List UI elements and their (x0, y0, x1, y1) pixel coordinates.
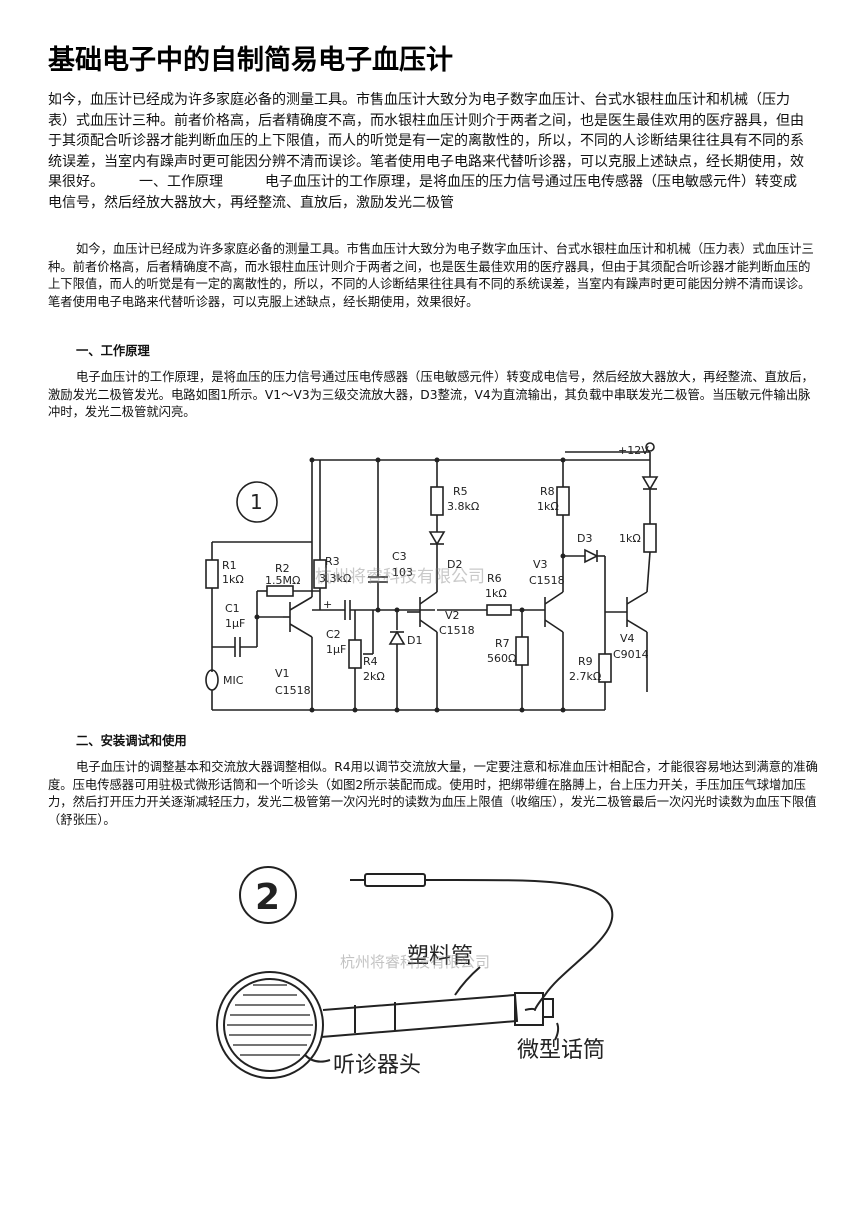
r8-value: 1kΩ (537, 500, 559, 513)
c3-value: 103 (392, 566, 413, 579)
r8-label: R8 (540, 485, 555, 498)
v3-type: C1518 (529, 574, 565, 587)
r1-label: R1 (222, 559, 237, 572)
intro-paragraph: 如今，血压计已经成为许多家庭必备的测量工具。市售血压计大致分为电子数字血压计、台… (48, 92, 804, 211)
cable (454, 879, 614, 1011)
r2-label: R2 (275, 562, 290, 575)
d1-diode (388, 630, 406, 645)
figure2-number: 2 (255, 877, 280, 918)
section-heading-installation: 二、安装调试和使用 (76, 734, 187, 748)
r4-potentiometer (348, 639, 362, 669)
stethoscope-head (216, 971, 324, 1079)
v2-type: C1518 (439, 624, 475, 637)
figure2-watermark: 杭州将睿科技有限公司 (340, 953, 490, 971)
r7-value: 560Ω (487, 652, 516, 665)
circuit-diagram: 1 +12V R1 1kΩ R2 1.5MΩ R3 3.3kΩ R4 2kΩ R… (205, 442, 659, 713)
r6-resistor (486, 604, 512, 616)
r1-resistor (205, 559, 219, 589)
d3-label: D3 (577, 532, 592, 545)
v1-label: V1 (275, 667, 290, 680)
c1-value: 1μF (225, 617, 245, 630)
tube-label: 塑料管 (407, 944, 473, 969)
circuit-diagram-figure: 1 +12V R1 1kΩ R2 1.5MΩ R3 3.3kΩ R4 2kΩ R… (195, 432, 670, 721)
r6-label: R6 (487, 572, 502, 585)
mic-label: 微型话筒 (517, 1038, 605, 1063)
r4-label: R4 (363, 655, 378, 668)
v4-label: V4 (620, 632, 635, 645)
d2-diode (428, 531, 446, 546)
v3-label: V3 (533, 558, 548, 571)
mic-label: MIC (223, 674, 244, 687)
stethoscope-head-label: 听诊器头 (333, 1053, 421, 1078)
r3-label: R3 (325, 555, 340, 568)
r2-resistor (266, 585, 294, 597)
paragraph-installation: 电子血压计的调整基本和交流放大器调整相似。R4用以调节交流放大量，一定要注意和标… (48, 760, 818, 827)
led-diode (641, 476, 659, 491)
plastic-tube (320, 993, 519, 1038)
r5-value: 3.8kΩ (447, 500, 479, 513)
r7-label: R7 (495, 637, 510, 650)
paragraph-principle: 电子血压计的工作原理，是将血压的压力信号通过压电传感器（压电敏感元件）转变成电信… (48, 370, 814, 419)
supply-label: +12V (618, 444, 649, 457)
paragraph-intro: 如今，血压计已经成为许多家庭必备的测量工具。市售血压计大致分为电子数字血压计、台… (48, 242, 814, 309)
section-heading-principle: 一、工作原理 (76, 344, 150, 358)
plug-icon (364, 873, 426, 887)
r1-value: 1kΩ (222, 573, 244, 586)
page-title: 基础电子中的自制简易电子血压计 (48, 45, 453, 76)
r7-resistor (515, 636, 529, 666)
led-resistor-value: 1kΩ (619, 532, 641, 545)
d3-diode (584, 548, 599, 564)
d2-label: D2 (447, 558, 462, 571)
r9-label: R9 (578, 655, 593, 668)
c2-value: 1μF (326, 643, 346, 656)
c2-label: C2 (326, 628, 341, 641)
figure-number-circle (236, 481, 278, 523)
stethoscope-drawing: 2 塑料管 微型话筒 听诊器头 杭州将睿科技有限公司 (216, 866, 614, 1079)
r4-value: 2kΩ (363, 670, 385, 683)
figure1-watermark: 杭州将睿科技有限公司 (315, 567, 485, 587)
v1-type: C1518 (275, 684, 311, 697)
c3-label: C3 (392, 550, 407, 563)
d1-label: D1 (407, 634, 422, 647)
figure2-number-circle (239, 866, 297, 924)
r9-value: 2.7kΩ (569, 670, 601, 683)
led-resistor (643, 523, 657, 553)
r6-value: 1kΩ (485, 587, 507, 600)
r5-resistor (430, 486, 444, 516)
r5-label: R5 (453, 485, 468, 498)
r2-value: 1.5MΩ (265, 574, 300, 587)
mic-symbol (205, 669, 219, 691)
r3-value: 3.3kΩ (319, 572, 351, 585)
v4-type: C9014 (613, 648, 649, 661)
figure1-number: 1 (250, 490, 263, 514)
c2-plus-sign: + (323, 598, 332, 611)
v2-label: V2 (445, 609, 460, 622)
r8-resistor (556, 486, 570, 516)
stethoscope-figure: 2 塑料管 微型话筒 听诊器头 杭州将睿科技有限公司 (215, 855, 665, 1099)
c1-label: C1 (225, 602, 240, 615)
